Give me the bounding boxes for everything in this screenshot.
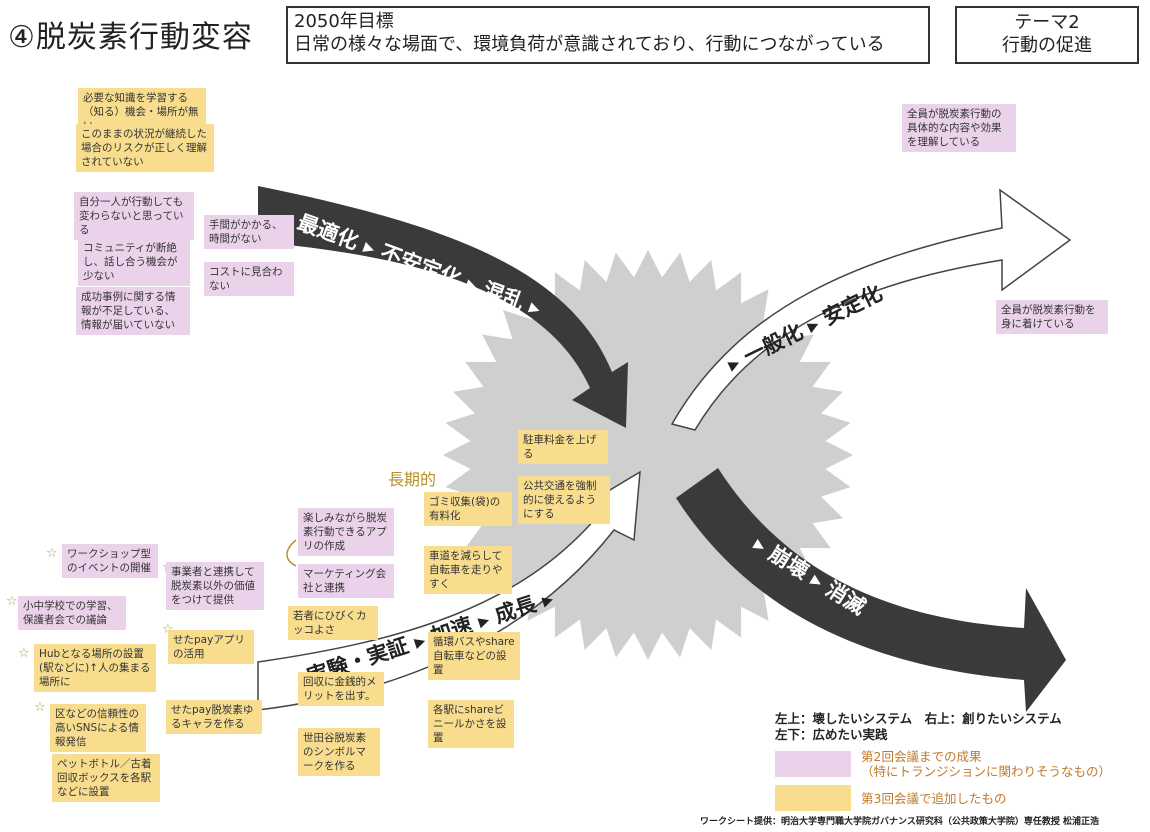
note-hub-place: Hubとなる場所の設置(駅などに)↑人の集まる場所に <box>34 644 156 692</box>
credit-line: ワークシート提供：明治大学専門職大学院ガバナンス研究科（公共政策大学院）専任教授… <box>700 817 1099 827</box>
connector-curve <box>286 539 297 567</box>
note-community-gap: コミュニティが断絶し、話し合う機会が少ない <box>78 238 190 286</box>
note-collection-box: ペットボトル／古着回収ボックスを各駅などに設置 <box>52 754 160 802</box>
legend-pink-swatch <box>775 751 851 777</box>
note-acquire-actions: 全員が脱炭素行動を身に着けている <box>996 300 1108 334</box>
note-cost: コストに見合わない <box>204 262 294 296</box>
note-bicycle-roads: 車道を減らして自転車を走りやすく <box>424 546 512 594</box>
goal-box: 2050年目標 日常の様々な場面で、環境負荷が意識されており、行動につながってい… <box>286 6 930 64</box>
legend-yellow-swatch <box>775 785 851 811</box>
theme-number: テーマ2 <box>1014 12 1080 33</box>
note-individual-action: 自分一人が行動しても変わらないと思っている <box>74 192 194 240</box>
legend-quadrant-bottom: 左下：広めたい実践 <box>775 727 888 742</box>
legend-pink-label: 第2回会議までの成果 （特にトランジションに関わりそうなもの） <box>861 749 1111 779</box>
note-parking-fee: 駐車料金を上げる <box>518 430 608 464</box>
note-workshop: ワークショップ型のイベントの開催 <box>62 544 158 578</box>
star-icon: ☆ <box>46 546 58 561</box>
note-school-learning: 小中学校での学習、保護者会での議論 <box>18 596 126 630</box>
legend-yellow-label: 第3回会議で追加したもの <box>861 791 1007 806</box>
note-bus-share: 循環バスやshare自転車などの設置 <box>428 632 520 680</box>
arrow-bottom-left <box>257 470 641 711</box>
note-umbrella-share: 各駅にshareビニールかさを設置 <box>428 700 514 748</box>
note-youth-cool: 若者にひびくカッコよさ <box>288 606 378 640</box>
goal-heading: 2050年目標 <box>294 11 394 32</box>
arrow-bottom-right <box>676 468 1066 712</box>
arrow-top-left <box>258 186 628 428</box>
star-icon: ☆ <box>18 646 30 661</box>
note-understand-actions: 全員が脱炭素行動の具体的な内容や効果を理解している <box>902 104 1016 152</box>
legend-pink-label-line1: 第2回会議までの成果 <box>861 749 982 764</box>
theme-label: 行動の促進 <box>1002 35 1092 56</box>
note-symbol-mark: 世田谷脱炭素のシンボルマークを作る <box>298 728 380 776</box>
note-business-partner: 事業者と連携して脱炭素以外の価値をつけて提供 <box>166 562 264 610</box>
note-success-info: 成功事例に関する情報が不足している、情報が届いていない <box>76 287 190 335</box>
note-risk-understanding: このままの状況が継続した場合のリスクが正しく理解されていない <box>76 124 214 172</box>
page-title: ④脱炭素行動変容 <box>8 20 253 55</box>
note-garbage-fee: ゴミ収集(袋)の有料化 <box>424 492 512 526</box>
note-public-transport: 公共交通を強制的に使えるようにする <box>518 476 610 524</box>
note-marketing: マーケティング会社と連携 <box>298 564 394 598</box>
theme-box: テーマ2 行動の促進 <box>955 6 1139 64</box>
goal-text: 日常の様々な場面で、環境負荷が意識されており、行動につながっている <box>294 34 885 55</box>
arrow-top-right <box>670 188 1072 431</box>
note-setapay-mascot: せたpay脱炭素ゆるキャラを作る <box>166 700 262 734</box>
star-icon: ☆ <box>6 594 18 609</box>
note-monetary-merit: 回収に金銭的メリットを出す。 <box>298 672 384 706</box>
note-setapay-app: せたpayアプリの活用 <box>168 630 254 664</box>
star-icon: ☆ <box>162 622 174 637</box>
longterm-label: 長期的 <box>388 470 437 489</box>
legend-quadrant-top: 左上：壊したいシステム 右上：創りたいシステム <box>775 711 1062 726</box>
legend: 左上：壊したいシステム 右上：創りたいシステム 左下：広めたい実践 第2回会議ま… <box>775 711 1115 811</box>
note-effort-time: 手間がかかる、時間がない <box>204 215 294 249</box>
note-app: 楽しみながら脱炭素行動できるアプリの作成 <box>298 508 394 556</box>
legend-pink-label-line2: （特にトランジションに関わりそうなもの） <box>861 764 1112 779</box>
note-sns-info: 区などの信頼性の高いSNSによる情報発信 <box>50 704 146 752</box>
star-icon: ☆ <box>34 700 46 715</box>
